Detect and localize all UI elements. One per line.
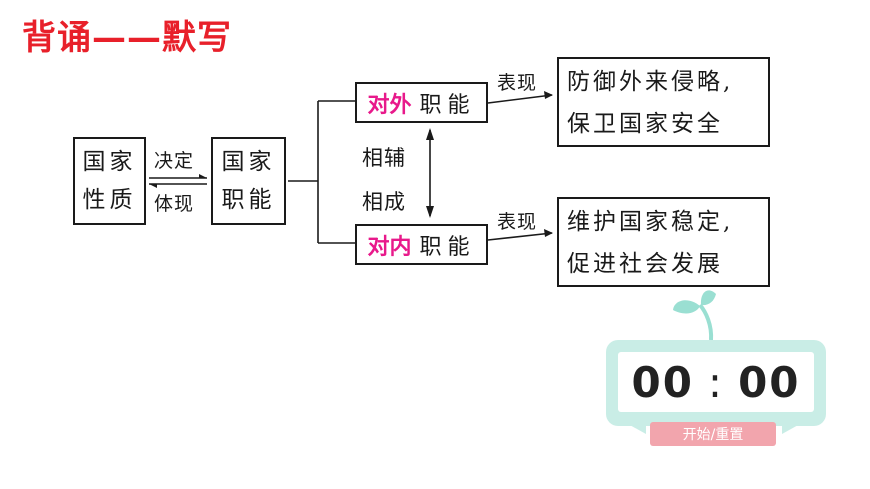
timer-colon: : xyxy=(707,357,725,407)
timer-display xyxy=(618,352,814,412)
start-reset-button[interactable]: 开始/重置 xyxy=(650,422,776,446)
shows-label-bottom: 表现 xyxy=(497,211,538,233)
internal-result-box: 维护国家稳定, 促进社会发展 xyxy=(557,197,770,287)
external-result-line1: 防御外来侵略, xyxy=(567,69,734,95)
external-function-box: 对外 职能 xyxy=(355,82,488,123)
external-highlight: 对外 xyxy=(367,92,412,118)
state-function-line1: 国家 xyxy=(221,149,276,175)
state-function-box: 国家 职能 xyxy=(211,137,286,225)
internal-highlight: 对内 xyxy=(367,234,412,260)
external-result-line2: 保卫国家安全 xyxy=(567,111,723,137)
state-nature-box: 国家 性质 xyxy=(73,137,146,225)
page-title: 背诵——默写 xyxy=(22,18,232,58)
timer-minutes: 00 xyxy=(631,357,694,407)
internal-function-label: 职能 xyxy=(419,234,476,260)
edge-label-reflects: 体现 xyxy=(154,193,195,215)
ribbon-left-icon xyxy=(628,414,646,434)
shows-label-top: 表现 xyxy=(497,72,538,94)
sprout-icon xyxy=(673,290,716,341)
internal-result-line1: 维护国家稳定, xyxy=(567,209,734,235)
timer-seconds: 00 xyxy=(738,357,801,407)
timer-readout: 00 : 00 xyxy=(618,353,814,411)
external-function-label: 职能 xyxy=(419,92,476,118)
ribbon-right-icon xyxy=(782,414,800,434)
mutual-line1: 相辅 xyxy=(362,146,406,170)
edge-label-decides: 决定 xyxy=(154,150,195,172)
state-nature-line1: 国家 xyxy=(82,149,137,175)
state-function-line2: 职能 xyxy=(221,187,276,213)
mutual-line2: 相成 xyxy=(362,190,406,214)
state-nature-line2: 性质 xyxy=(82,187,137,213)
internal-result-line2: 促进社会发展 xyxy=(567,251,723,277)
internal-function-box: 对内 职能 xyxy=(355,224,488,265)
external-result-box: 防御外来侵略, 保卫国家安全 xyxy=(557,57,770,147)
